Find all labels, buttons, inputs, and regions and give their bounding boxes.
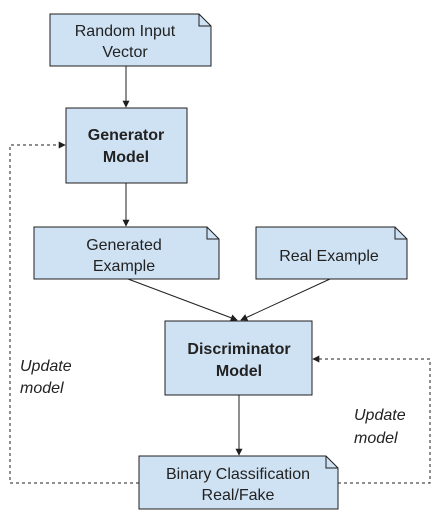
generated-example-label-line1: Generated xyxy=(86,237,162,254)
update-discriminator-label-line1: Update xyxy=(354,407,406,424)
random-input-fold xyxy=(198,14,211,27)
real-example-label: Real Example xyxy=(279,248,379,265)
generated-example-shape xyxy=(33,226,220,280)
random-input-shape xyxy=(49,13,212,67)
edge-update-generator xyxy=(9,141,139,484)
random-input-label-line2: Vector xyxy=(102,44,148,61)
node-generated-example: Generated Example xyxy=(33,226,220,280)
edge-generated-example-to-discriminator xyxy=(127,278,238,322)
generated-example-fold xyxy=(206,227,219,240)
discriminator-shape xyxy=(164,320,313,396)
edge-real-example-to-discriminator xyxy=(240,278,331,321)
update-generator-label-line2: model xyxy=(20,380,64,397)
node-discriminator-model: Discriminator Model xyxy=(164,320,313,396)
real-example-shape xyxy=(255,226,408,280)
binary-classification-shape xyxy=(138,455,339,510)
binary-classification-label-line2: Real/Fake xyxy=(202,487,275,504)
binary-classification-label-line1: Binary Classification xyxy=(166,466,310,483)
generator-shape xyxy=(65,107,188,184)
update-generator-label-line1: Update xyxy=(20,358,72,375)
node-random-input-vector: Random Input Vector xyxy=(49,13,212,67)
node-generator-model: Generator Model xyxy=(65,107,188,184)
generated-example-label-line2: Example xyxy=(93,258,155,275)
generator-label-line1: Generator xyxy=(88,127,164,144)
generator-label-line2: Model xyxy=(103,149,149,166)
node-binary-classification: Binary Classification Real/Fake xyxy=(138,455,339,510)
update-discriminator-label-line2: model xyxy=(354,430,398,447)
discriminator-label-line1: Discriminator xyxy=(187,341,290,358)
binary-classification-fold xyxy=(325,456,338,469)
discriminator-label-line2: Model xyxy=(216,363,262,380)
random-input-label-line1: Random Input xyxy=(75,23,176,40)
real-example-fold xyxy=(394,227,407,240)
node-real-example: Real Example xyxy=(255,226,408,280)
